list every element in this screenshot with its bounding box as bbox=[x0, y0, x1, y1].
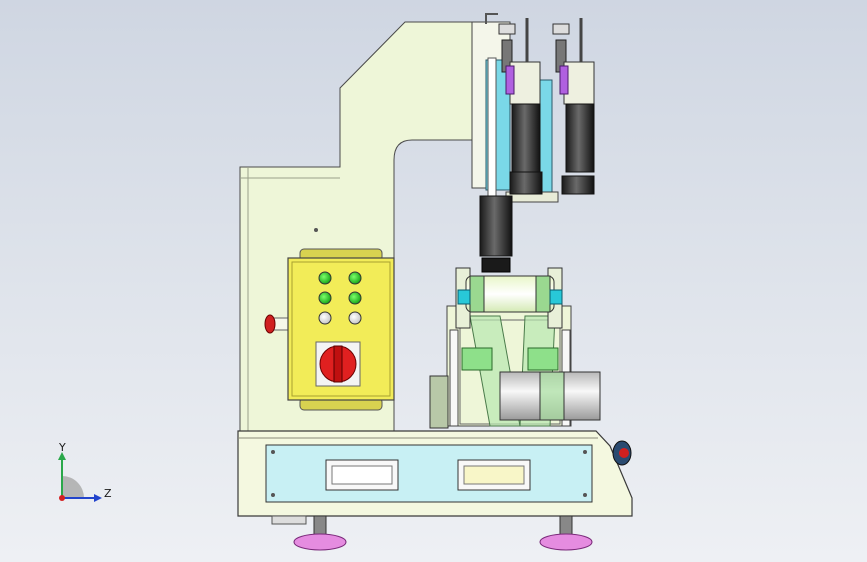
rotary-main-switch[interactable] bbox=[315, 341, 361, 387]
emergency-stop-button[interactable] bbox=[264, 314, 290, 334]
indicator-lamp-4 bbox=[348, 291, 362, 305]
indicator-lamp-5 bbox=[318, 311, 332, 325]
camera-3 bbox=[479, 195, 513, 273]
indicator-lamp-2 bbox=[348, 271, 362, 285]
cabinet-handle-left[interactable] bbox=[325, 459, 399, 491]
indicator-lamp-1 bbox=[318, 271, 332, 285]
base-cabinet bbox=[237, 430, 633, 517]
x-axis-marker bbox=[59, 495, 65, 501]
indicator-lamp-6 bbox=[348, 311, 362, 325]
roller-mechanism bbox=[429, 305, 601, 429]
leveling-foot-left bbox=[271, 515, 347, 551]
leveling-foot-right bbox=[539, 515, 593, 551]
z-axis-label: Z bbox=[104, 487, 112, 500]
indicator-lamp-3 bbox=[318, 291, 332, 305]
y-axis-label: Y bbox=[58, 441, 66, 454]
control-box bbox=[287, 248, 395, 411]
side-emergency-button[interactable] bbox=[612, 440, 632, 466]
coordinate-triad: Y Z bbox=[58, 441, 112, 502]
cabinet-handle-right[interactable] bbox=[457, 459, 531, 491]
camera-2 bbox=[552, 18, 595, 195]
roll-assembly bbox=[455, 267, 563, 329]
camera-1 bbox=[498, 18, 543, 195]
